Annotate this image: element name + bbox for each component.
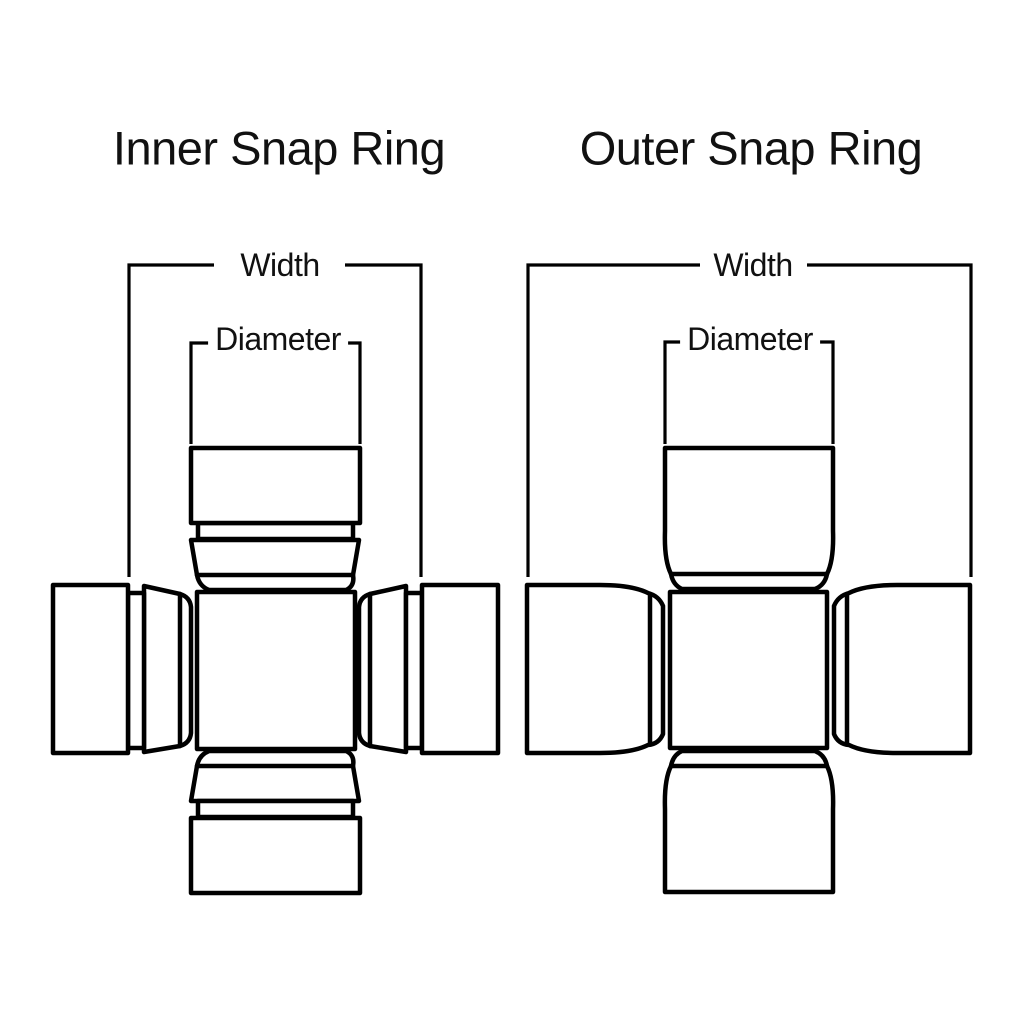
- inner-diameter-bracket: [189, 341, 362, 444]
- outer-diameter-bracket: [663, 340, 835, 444]
- inner-right-race: [367, 583, 409, 755]
- inner-right-dome: [356, 591, 373, 749]
- inner-right-snap-ring-groove: [403, 590, 425, 751]
- inner-top-snap-ring-groove: [195, 520, 356, 542]
- outer-bottom-bearing-cap: [662, 748, 836, 895]
- outer-width-bracket: [526, 263, 973, 577]
- outer-cross-drawing: [524, 445, 973, 895]
- outer-top-bearing-cap: [662, 445, 836, 592]
- inner-top-dome: [194, 572, 356, 593]
- inner-width-bracket: [127, 263, 423, 577]
- outer-diagram-title: Outer Snap Ring: [573, 124, 929, 172]
- outer-left-bearing-cap: [524, 582, 666, 756]
- inner-diameter-label: Diameter: [208, 323, 348, 355]
- inner-diagram-title: Inner Snap Ring: [106, 124, 452, 172]
- outer-cross-body: [667, 589, 830, 751]
- inner-dimension-lines: [127, 263, 423, 577]
- inner-left-race: [141, 583, 183, 755]
- inner-bottom-bearing-cap: [188, 815, 363, 896]
- inner-bottom-dome: [194, 748, 356, 769]
- inner-bottom-race: [188, 763, 362, 804]
- outer-width-label: Width: [706, 249, 800, 281]
- inner-top-race: [188, 537, 362, 578]
- inner-left-dome: [177, 591, 194, 749]
- inner-width-label: Width: [233, 249, 327, 281]
- inner-top-bearing-cap: [188, 445, 363, 526]
- inner-right-bearing-cap: [419, 582, 501, 756]
- inner-left-snap-ring-groove: [125, 590, 147, 751]
- outer-right-bearing-cap: [831, 582, 973, 756]
- inner-bottom-snap-ring-groove: [195, 798, 356, 820]
- outer-diameter-label: Diameter: [680, 323, 820, 355]
- inner-cross-body: [194, 589, 358, 752]
- inner-cross-drawing: [50, 445, 501, 896]
- inner-left-bearing-cap: [50, 582, 131, 756]
